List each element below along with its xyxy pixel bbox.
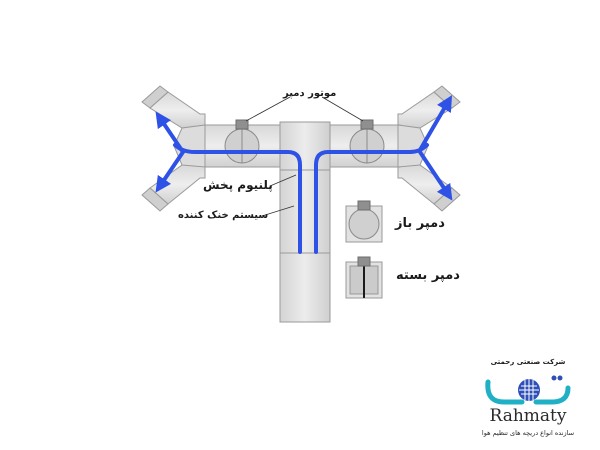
airflow-right-upper [418, 95, 453, 152]
left-upper-elbow-cap [141, 85, 169, 109]
motor-leader-left [245, 96, 291, 122]
company-logo: شرکت صنعتی رحمتی Rahmaty سازنده انواع در… [468, 358, 588, 446]
cooling-leader [261, 205, 295, 217]
logo-swoosh-right [533, 385, 571, 405]
logo-brand-name: Rahmaty [489, 406, 567, 426]
left-damper-motor [235, 119, 249, 130]
motor-leader-right [321, 96, 364, 122]
logo-dot-2 [557, 375, 563, 381]
open-damper-label: دمپر باز [395, 216, 445, 231]
plenum-leader [269, 174, 297, 187]
airflow-left-upper [155, 111, 185, 154]
logo-tagline: سازنده انواع دریچه های تنظیم هوا [481, 429, 575, 437]
open-damper-disc [348, 208, 380, 240]
logo-company-name: شرکت صنعتی رحمتی [490, 358, 566, 366]
logo-swoosh-left [485, 379, 525, 405]
closed-damper-label: دمپر بسته [396, 268, 460, 283]
damper-motor-label: موتور دمپر [283, 88, 337, 99]
right-duct-branch [329, 85, 461, 212]
logo-grille-lines [519, 379, 539, 401]
legend-open-damper [345, 200, 383, 243]
right-damper [349, 119, 385, 164]
distribution-plenum-box [279, 121, 331, 171]
logo-mark [485, 375, 571, 405]
left-lower-elbow-cap [141, 187, 169, 212]
right-damper-motor [360, 119, 374, 130]
open-damper-motor [357, 200, 371, 211]
cooling-system-label: سیستم خنک کننده [178, 210, 269, 221]
closed-damper-motor [357, 256, 371, 267]
left-damper [224, 119, 260, 164]
cooling-system-column [279, 169, 331, 323]
airflow-right-lower [418, 150, 453, 201]
legend-closed-damper [345, 256, 383, 299]
airflow-left-lower [155, 150, 185, 193]
logo-dot-1 [551, 375, 557, 381]
airflow-arrows [155, 95, 453, 254]
distribution-plenum-label: پلنیوم پخش [203, 178, 273, 192]
